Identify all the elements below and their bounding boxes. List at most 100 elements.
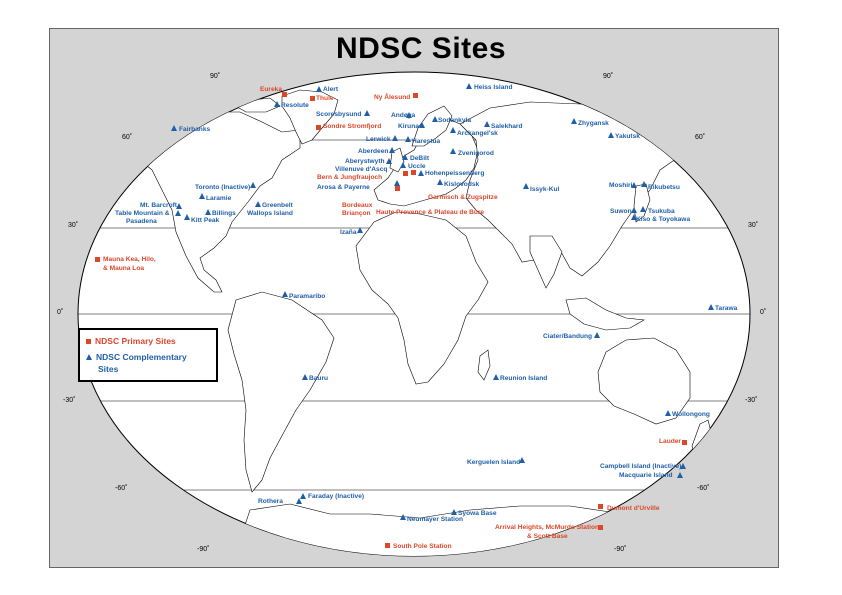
site-label-campbell: Campbell Island (Inactive) [600,463,682,470]
site-label-kiso: Kiso & Toyokawa [636,216,691,223]
site-label-wollongong: Wollongong [672,411,710,418]
complementary-site-marker [708,304,714,310]
complementary-site-marker [677,472,683,478]
site-label-scott-base: & Scott Base [527,533,568,540]
site-label-rikubetsu: Rikubetsu [648,184,680,191]
site-label-aberdeen: Aberdeen [358,148,389,155]
site-label-andoya: Andøya [391,112,416,119]
site-label-arckangelsk: Arckangel'sk [457,130,498,137]
site-label-greenbelt: Greenbelt [262,202,293,209]
complementary-site-marker [608,132,614,138]
complementary-site-marker [451,509,457,515]
site-label-reunion: Reunion Island [500,375,548,382]
complementary-site-marker [176,203,182,209]
site-label-hohenpeissenberg: Hohenpeissenberg [425,170,485,177]
site-label-tsukuba: Tsukuba [648,208,675,215]
legend-primary-label: NDSC Primary Sites [95,336,176,346]
site-label-moshiri: Moshiri [609,182,633,189]
site-label-dumont: Dumont d'Urville [607,505,660,512]
complementary-site-marker [357,227,363,233]
complementary-site-marker [274,101,280,107]
primary-site-marker [403,171,408,176]
site-label-rothera: Rothera [258,498,283,505]
complementary-site-marker [432,116,438,122]
complementary-site-marker [418,170,424,176]
africa-landmass [355,211,489,385]
primary-site-marker [282,92,287,97]
primary-site-marker [385,543,390,548]
madagascar-landmass [477,349,491,381]
site-label-kerguelen: Kerguelen Island [467,459,521,466]
lat-label-60s-left: -60˚ [115,485,128,492]
site-label-wallops: Wallops Island [247,210,293,217]
site-label-arrival-heights: Arrival Heights, McMurdo Station [495,524,600,531]
indonesia-islands [565,297,645,331]
site-label-macquarie: Macquarie Island [619,472,673,479]
complementary-site-marker [400,162,406,168]
site-label-pasadena: Pasadena [126,218,157,225]
primary-site-marker [95,257,100,262]
complementary-site-marker [205,209,211,215]
complementary-site-marker [419,122,425,128]
complementary-site-marker [199,193,205,199]
site-label-lauder: Lauder [659,438,681,445]
complementary-site-marker [316,86,322,92]
complementary-site-marker [680,463,686,469]
complementary-site-marker [519,457,525,463]
page-title: NDSC Sites [335,32,507,65]
lat-label-90s-left: -90˚ [197,546,210,553]
lat-label-90s-right: -90˚ [614,546,627,553]
site-label-yakutsk: Yakutsk [615,133,640,140]
complementary-site-marker [631,207,637,213]
lat-label-60n-left: 60˚ [122,134,133,141]
complementary-site-marker [364,110,370,116]
complementary-site-marker [386,158,392,164]
primary-square-icon [86,339,91,344]
complementary-site-marker [571,118,577,124]
primary-site-marker [598,504,603,509]
complementary-site-marker [484,121,490,127]
site-label-sondre-stromfjord: Sondre Stromfjord [323,123,382,130]
complementary-site-marker [389,147,395,153]
complementary-site-marker [400,514,406,520]
site-label-ny-alesund: Ny Ålesund [374,94,411,101]
complementary-site-marker [641,181,647,187]
complementary-site-marker [282,291,288,297]
complementary-site-marker [394,180,400,186]
complementary-triangle-icon [86,354,92,360]
site-label-zhygansk: Zhygansk [578,120,609,127]
site-label-mt-barcroft: Mt. Barcroft [140,202,177,209]
site-label-kislovodsk: Kislovodsk [444,181,480,188]
primary-site-marker [316,125,321,130]
site-label-bern: Bern & Jungfraujoch [317,174,383,181]
site-label-lerwick: Lerwick [366,136,391,143]
complementary-site-marker [450,148,456,154]
complementary-site-marker [594,332,600,338]
complementary-site-marker [250,182,256,188]
site-label-mauna-kea: Mauna Kea, Hilo, [103,256,156,263]
complementary-site-marker [493,374,499,380]
lat-label-0-left: 0˚ [57,309,64,316]
site-label-billings: Billings [212,210,236,217]
site-label-garmisch: Garmisch & Zugspitze [428,194,498,201]
site-label-toronto: Toronto (Inactive) [195,184,251,191]
site-label-syowa: Syowa Base [458,510,497,517]
primary-site-marker [411,170,416,175]
primary-site-marker [413,93,418,98]
site-label-alert: Alert [323,86,339,93]
site-label-south-pole: South Pole Station [393,543,452,550]
legend-complementary-label: NDSC Complementary [96,352,187,362]
complementary-site-marker [184,214,190,220]
lat-label-30n-right: 30˚ [748,222,759,229]
site-label-fairbanks: Fairbanks [179,126,211,133]
site-label-arosa: Arosa & Payerne [317,184,370,191]
site-label-ciater: Ciater/Bandung [543,333,593,340]
site-label-laramie: Laramie [206,195,232,202]
complementary-site-marker [175,210,181,216]
complementary-site-marker [296,498,302,504]
primary-site-marker [310,96,315,101]
lat-label-0-right: 0˚ [760,309,767,316]
complementary-site-marker [437,179,443,185]
complementary-site-marker [665,410,671,416]
